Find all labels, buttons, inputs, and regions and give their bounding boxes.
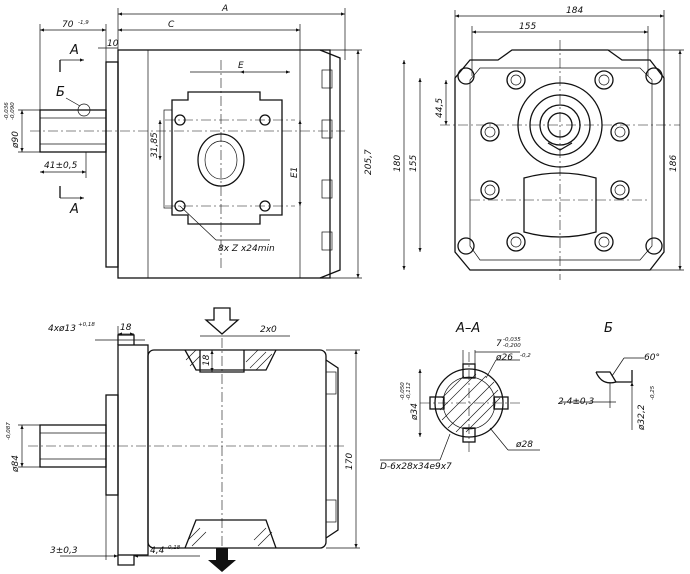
dim-A: A bbox=[221, 4, 228, 14]
svg-text:-0,050: -0,050 bbox=[400, 382, 406, 400]
svg-text:-0,2: -0,2 bbox=[520, 353, 531, 359]
section-AA-title: A–A bbox=[455, 321, 480, 336]
outlet-port-section bbox=[184, 519, 277, 549]
dim-C: C bbox=[168, 20, 175, 30]
dim-4-4: 4,4 bbox=[150, 546, 165, 556]
dim-60deg: 60° bbox=[644, 353, 660, 363]
bolt-bosses bbox=[480, 70, 630, 252]
dim-7: 7 bbox=[496, 339, 502, 349]
gear-pocket bbox=[523, 172, 597, 238]
detail-b-callout-circle bbox=[77, 103, 91, 117]
dim-205: 205,7 bbox=[364, 149, 374, 175]
dim-41: 41±0,5 bbox=[44, 161, 78, 171]
detail-label-B: Б bbox=[56, 85, 65, 100]
svg-text:-0,25: -0,25 bbox=[650, 385, 656, 400]
dim-E: E bbox=[238, 61, 244, 71]
top-view: 4xø13 +0,18 18 2x0 18 ø84 -0,087 170 3±0… bbox=[6, 307, 360, 572]
dim-4x13: 4xø13 bbox=[48, 324, 76, 334]
dim-170: 170 bbox=[345, 453, 355, 470]
pump-body-top bbox=[147, 349, 327, 549]
dim-155-top: 155 bbox=[519, 22, 536, 32]
section-hatching bbox=[439, 373, 501, 433]
inlet-flow-arrow bbox=[204, 307, 240, 335]
dim-3: 3±0,3 bbox=[50, 546, 78, 556]
svg-text:-0,18: -0,18 bbox=[166, 545, 181, 551]
svg-text:-0,200: -0,200 bbox=[503, 343, 521, 349]
svg-text:-0,036: -0,036 bbox=[4, 102, 10, 120]
dim-155-left: 155 bbox=[409, 155, 419, 172]
dim-70: 70 bbox=[62, 20, 74, 30]
spline-note: D-6x28x34e9x7 bbox=[380, 462, 452, 472]
dim-84: ø84 bbox=[11, 455, 21, 473]
outlet-flow-arrow bbox=[208, 548, 236, 572]
mounting-hole bbox=[457, 237, 475, 255]
dim-32-2: ø32,2 bbox=[637, 404, 647, 431]
svg-text:-0,035: -0,035 bbox=[503, 337, 521, 343]
mounting-flange bbox=[105, 61, 119, 268]
detail-B: Б 60° 2,4±0,3 ø32,2 -0,25 bbox=[558, 321, 660, 431]
section-label-A-top: A bbox=[69, 43, 79, 58]
dim-184: 184 bbox=[566, 6, 583, 16]
dim-E1: E1 bbox=[290, 167, 300, 178]
inlet-port-section bbox=[184, 349, 277, 371]
port-flange-plate bbox=[171, 91, 283, 225]
mounting-hole bbox=[457, 67, 475, 85]
svg-text:-0,090: -0,090 bbox=[10, 102, 16, 120]
rear-cover bbox=[319, 49, 341, 279]
section-label-A-bottom: A bbox=[69, 202, 79, 217]
dim-90: ø90 bbox=[11, 131, 21, 149]
side-view: 184 155 44,5 180 155 186 bbox=[393, 6, 684, 280]
outlet-hatching bbox=[187, 527, 273, 547]
section-A-A: A–A 7 -0,035 -0,200 ø26 -0,2 ø34 bbox=[380, 321, 540, 472]
dim-34: ø34 bbox=[410, 403, 420, 421]
dim-186: 186 bbox=[669, 155, 679, 172]
svg-text:+0,18: +0,18 bbox=[78, 322, 95, 328]
dim-26: ø26 bbox=[495, 353, 513, 363]
detail-B-title: Б bbox=[604, 321, 613, 336]
dim-10: 10 bbox=[107, 39, 119, 49]
dim-18-top: 18 bbox=[120, 323, 132, 333]
inlet-hatching bbox=[185, 349, 273, 371]
end-flange-outline bbox=[454, 49, 665, 271]
mounting-hole bbox=[645, 237, 663, 255]
svg-text:-1,9: -1,9 bbox=[78, 20, 89, 26]
svg-text:-0,112: -0,112 bbox=[406, 382, 412, 400]
dim-2-4: 2,4±0,3 bbox=[558, 397, 594, 407]
dim-18-mid: 18 bbox=[202, 354, 212, 366]
dim-180: 180 bbox=[393, 155, 403, 172]
svg-text:-0,087: -0,087 bbox=[6, 422, 12, 440]
mounting-hole bbox=[645, 67, 663, 85]
dim-2x0: 2x0 bbox=[260, 325, 277, 335]
mounting-flange-top bbox=[117, 344, 149, 556]
dim-44-5: 44,5 bbox=[435, 98, 445, 118]
front-view: A C 70 -1,9 10 205,7 E E1 31,85 41±0,5 ø… bbox=[4, 4, 374, 279]
bolt-note: 8x Z x24min bbox=[218, 244, 275, 254]
dim-28: ø28 bbox=[515, 440, 533, 450]
dim-31-85: 31,85 bbox=[150, 132, 160, 158]
